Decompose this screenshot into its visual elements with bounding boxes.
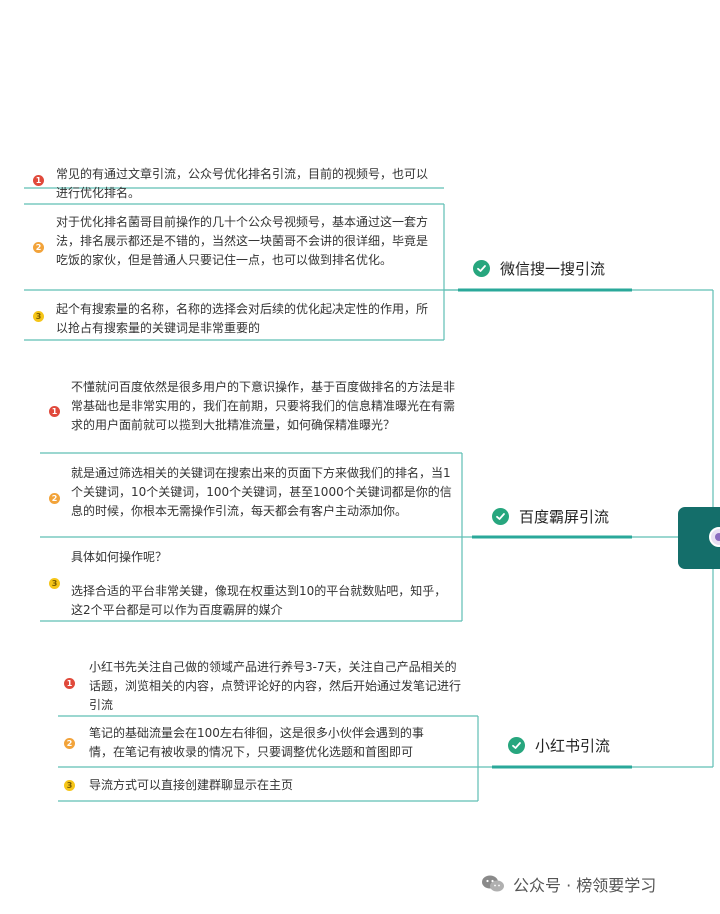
branch-2-item-2-text: 就是通过筛选相关的关键词在搜索出来的页面下方来做我们的排名，当1个关键词，10个… [71,466,452,518]
check-icon [473,260,490,277]
branch-1-label: 微信搜一搜引流 [500,260,606,278]
branch-3-item-2-badge: 2 [64,738,75,749]
branch-2-item-3-heading: 具体如何操作呢？ [71,550,168,564]
watermark-text: 公众号 · 榜领要学习 [513,876,657,895]
branch-2-item-2-badge: 2 [49,493,60,504]
branch-2-item-3-badge: 3 [49,578,60,589]
branch-3-item-1-text: 小红书先关注自己做的领域产品进行养号3-7天，关注自己产品相关的话题，浏览相关的… [89,660,462,712]
branch-1-item-2-text: 对于优化排名菌哥目前操作的几十个公众号视频号，基本通过这一套方法，排名展示都还是… [56,215,429,267]
branch-2-item-3-text: 选择合适的平台非常关键，像现在权重达到10的平台就数贴吧，知乎，这2个平台都是可… [71,584,447,617]
check-icon [492,508,509,525]
root-node[interactable] [678,507,720,569]
branch-1-item-2-badge: 2 [33,242,44,253]
branch-1-item-3-badge: 3 [33,311,44,322]
branch-2-item-1-text: 不懂就问百度依然是很多用户的下意识操作，基于百度做排名的方法是非常基础也是非常实… [71,380,456,432]
branch-3-item-2-text: 笔记的基础流量会在100左右徘徊，这是很多小伙伴会遇到的事情，在笔记有被收录的情… [89,726,424,759]
check-icon [508,737,525,754]
branch-3-label: 小红书引流 [535,737,611,755]
root-node-icon [709,527,720,547]
branch-2-label: 百度霸屏引流 [519,508,610,526]
branch-3-node[interactable]: 小红书引流 [508,735,610,756]
wechat-icon [482,875,504,892]
watermark: 公众号 · 榜领要学习 [481,872,656,896]
branch-1-node[interactable]: 微信搜一搜引流 [473,258,605,279]
branch-1-item-1-badge: 1 [33,175,44,186]
branch-3-item-1-badge: 1 [64,678,75,689]
branch-3-item-3-text: 导流方式可以直接创建群聊显示在主页 [89,778,294,792]
branch-1-item-1-text: 常见的有通过文章引流，公众号优化排名引流，目前的视频号，也可以进行优化排名。 [56,167,429,200]
branch-2-node[interactable]: 百度霸屏引流 [492,506,609,527]
branch-1-item-3-text: 起个有搜索量的名称，名称的选择会对后续的优化起决定性的作用，所以抢占有搜索量的关… [56,302,429,335]
branch-2-item-1-badge: 1 [49,406,60,417]
trunk-connectors [632,289,714,768]
branch-1-connectors [24,187,458,341]
branch-2-connectors [40,452,472,622]
branch-3-item-3-badge: 3 [64,780,75,791]
